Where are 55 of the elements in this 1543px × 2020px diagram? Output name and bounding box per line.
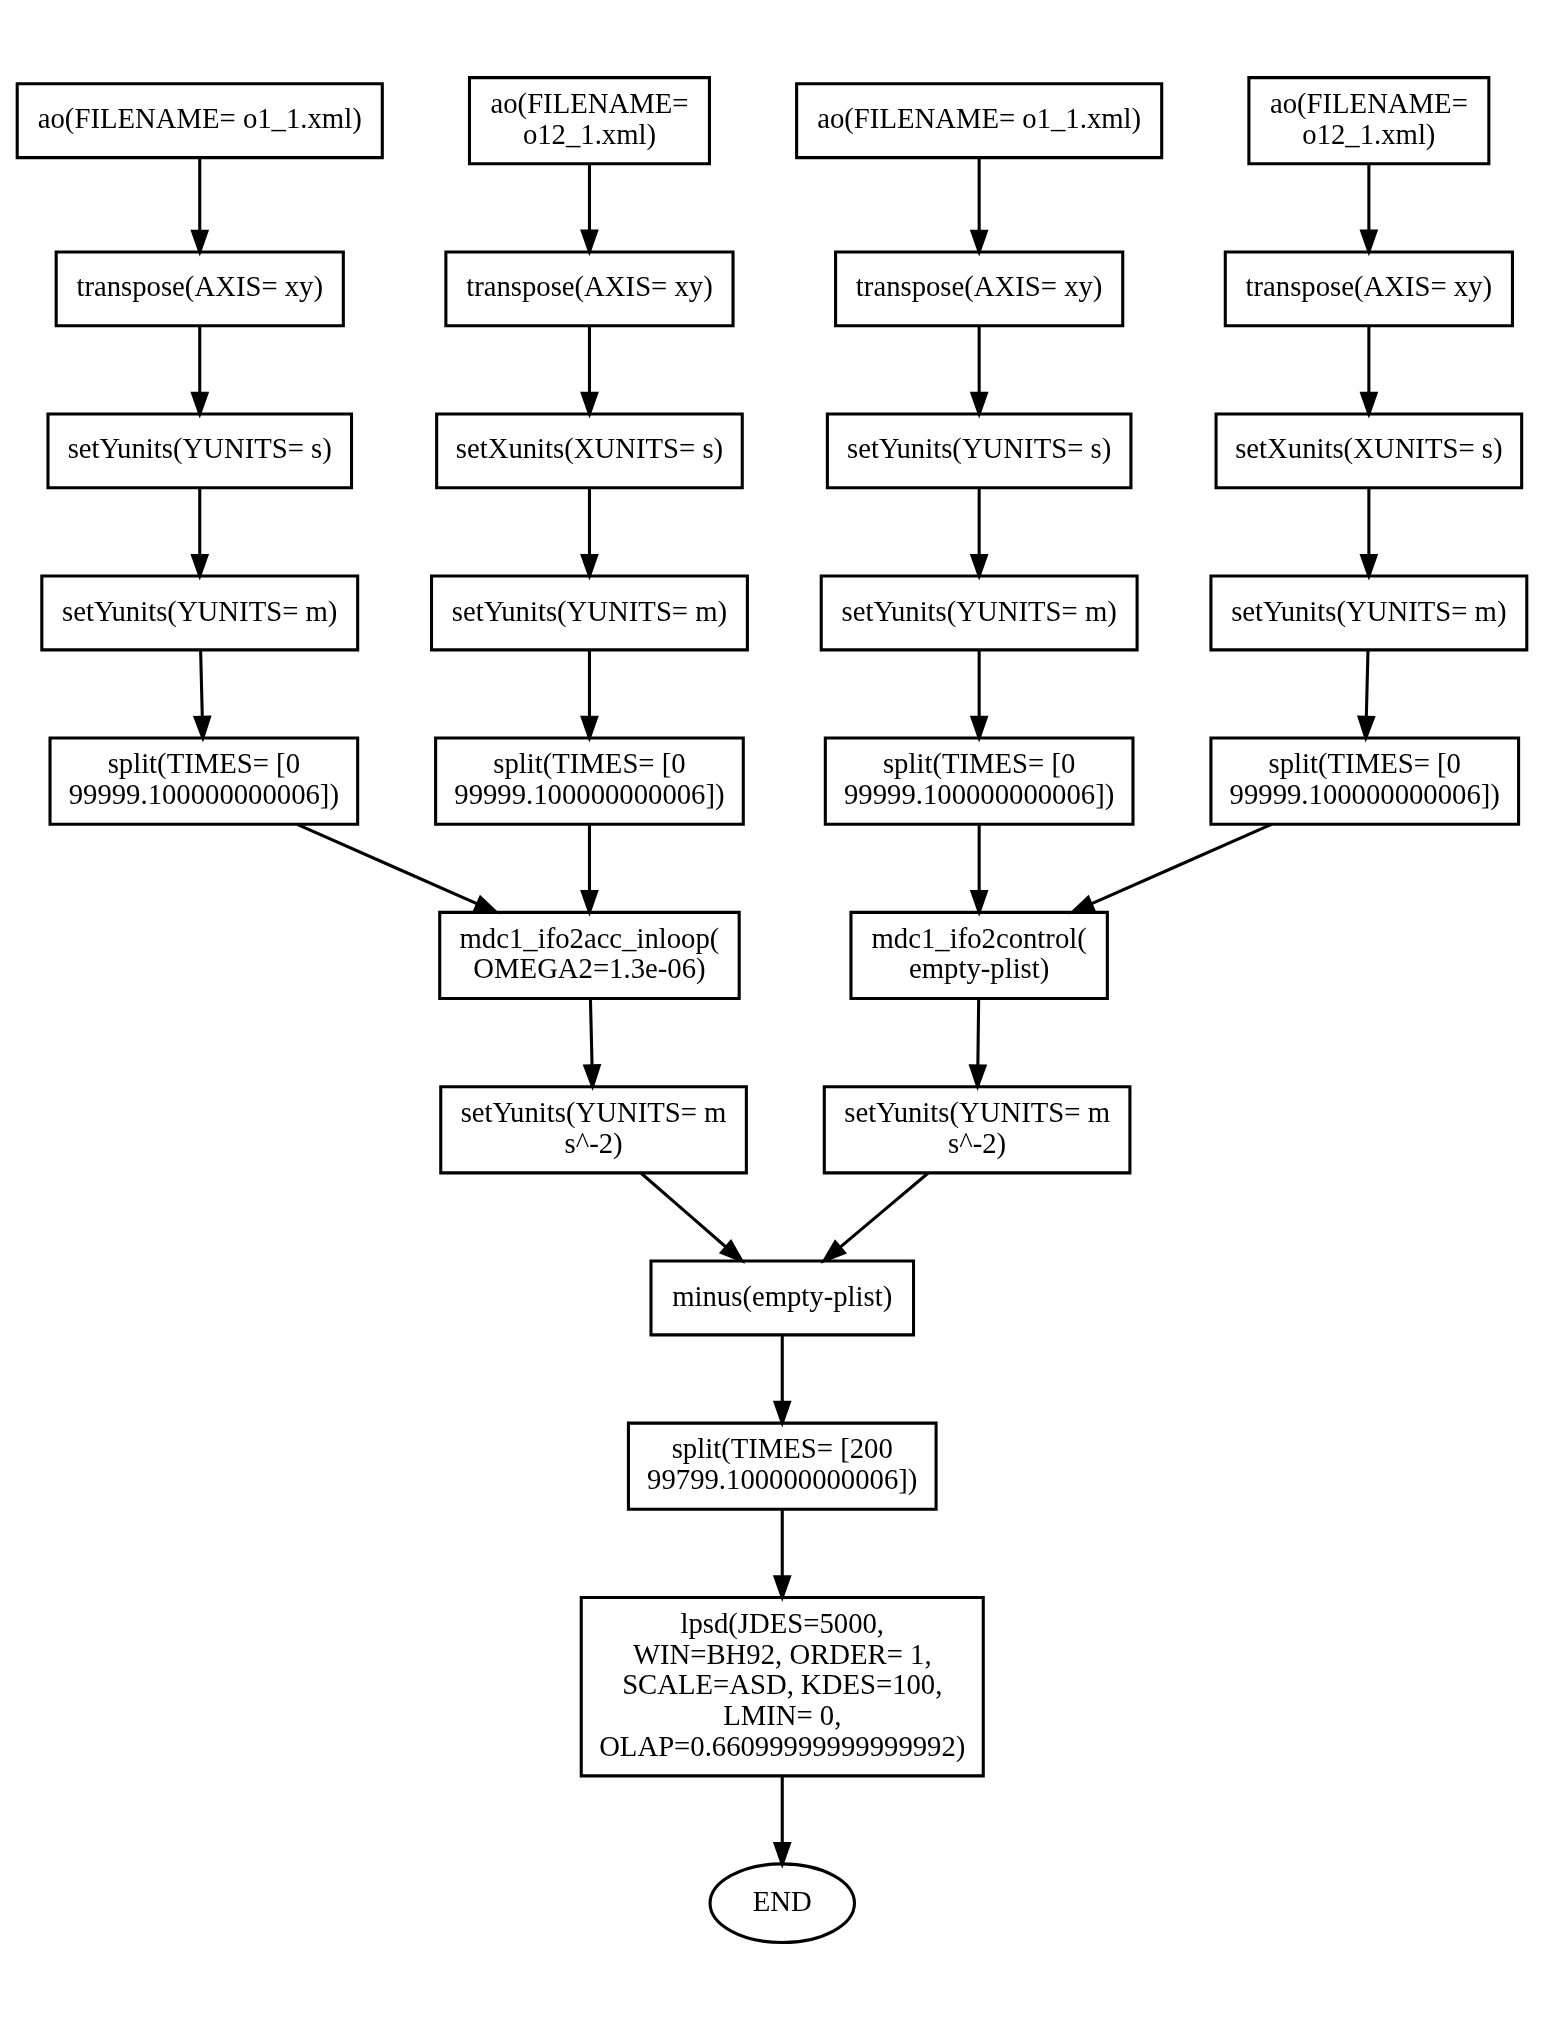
node-box: setYunits(YUNITS= m) bbox=[819, 574, 1139, 652]
node-box: setYunits(YUNITS= m s^-2) bbox=[822, 1085, 1131, 1175]
node-box: setYunits(YUNITS= s) bbox=[45, 412, 353, 490]
arrow bbox=[772, 1335, 792, 1428]
node-box: setYunits(YUNITS= m) bbox=[429, 574, 749, 652]
arrow bbox=[1067, 822, 1272, 915]
node-ellipse: END bbox=[708, 1862, 856, 1945]
arrow bbox=[582, 998, 601, 1091]
arrow bbox=[296, 822, 501, 915]
arrow bbox=[579, 325, 599, 419]
arrow bbox=[772, 1509, 792, 1602]
arrow bbox=[579, 164, 599, 257]
arrow bbox=[579, 650, 599, 743]
node-box: setYunits(YUNITS= m) bbox=[39, 574, 359, 652]
arrow bbox=[1356, 650, 1376, 743]
arrow bbox=[579, 488, 599, 581]
node-box: transpose(AXIS= xy) bbox=[443, 250, 735, 328]
arrow bbox=[639, 1172, 745, 1264]
node-box: split(TIMES= [0 99999.100000000006]) bbox=[823, 736, 1135, 826]
node-box: split(TIMES= [0 99999.100000000006]) bbox=[433, 736, 745, 826]
node-box: transpose(AXIS= xy) bbox=[1223, 250, 1514, 328]
arrow bbox=[1359, 488, 1378, 581]
arrow bbox=[579, 824, 599, 917]
node-box: setXunits(XUNITS= s) bbox=[1214, 412, 1523, 490]
node-box: lpsd(JDES=5000, WIN=BH92, ORDER= 1, SCALE=ASD, KDES=100, LMIN= 0, OLAP=0.66099999999999992) bbox=[579, 1595, 985, 1778]
node-box: ao(FILENAME= o1_1.xml) bbox=[15, 82, 384, 160]
node-box: setYunits(YUNITS= m s^-2) bbox=[438, 1085, 748, 1175]
node-box: setYunits(YUNITS= m) bbox=[1208, 574, 1528, 652]
node-box: split(TIMES= [0 99999.100000000006]) bbox=[48, 736, 359, 826]
arrow bbox=[820, 1172, 929, 1264]
node-box: ao(FILENAME= o12_1.xml) bbox=[467, 76, 711, 166]
arrow bbox=[189, 488, 209, 581]
arrow bbox=[969, 824, 988, 917]
node-box: transpose(AXIS= xy) bbox=[833, 250, 1124, 328]
node-box: ao(FILENAME= o1_1.xml) bbox=[794, 82, 1163, 160]
arrow bbox=[189, 158, 209, 257]
arrow bbox=[969, 158, 988, 257]
arrow bbox=[969, 650, 988, 743]
node-box: transpose(AXIS= xy) bbox=[54, 250, 345, 328]
arrow bbox=[1359, 164, 1378, 257]
arrow bbox=[969, 325, 988, 419]
node-box: setYunits(YUNITS= s) bbox=[825, 412, 1132, 490]
node-box: mdc1_ifo2control( empty-plist) bbox=[848, 910, 1109, 1001]
node-box: split(TIMES= [0 99999.100000000006]) bbox=[1208, 736, 1520, 826]
arrow bbox=[969, 488, 988, 581]
node-box: setXunits(XUNITS= s) bbox=[434, 412, 744, 490]
arrow bbox=[772, 1776, 792, 1869]
node-box: ao(FILENAME= o12_1.xml) bbox=[1246, 76, 1490, 166]
arrow bbox=[968, 998, 987, 1091]
arrow bbox=[1359, 325, 1378, 419]
arrow bbox=[189, 325, 209, 419]
arrow bbox=[192, 650, 212, 743]
node-box: mdc1_ifo2acc_inloop( OMEGA2=1.3e-06) bbox=[437, 910, 741, 1001]
node-box: minus(empty-plist) bbox=[648, 1259, 915, 1337]
node-box: split(TIMES= [200 99799.100000000006]) bbox=[626, 1421, 938, 1511]
